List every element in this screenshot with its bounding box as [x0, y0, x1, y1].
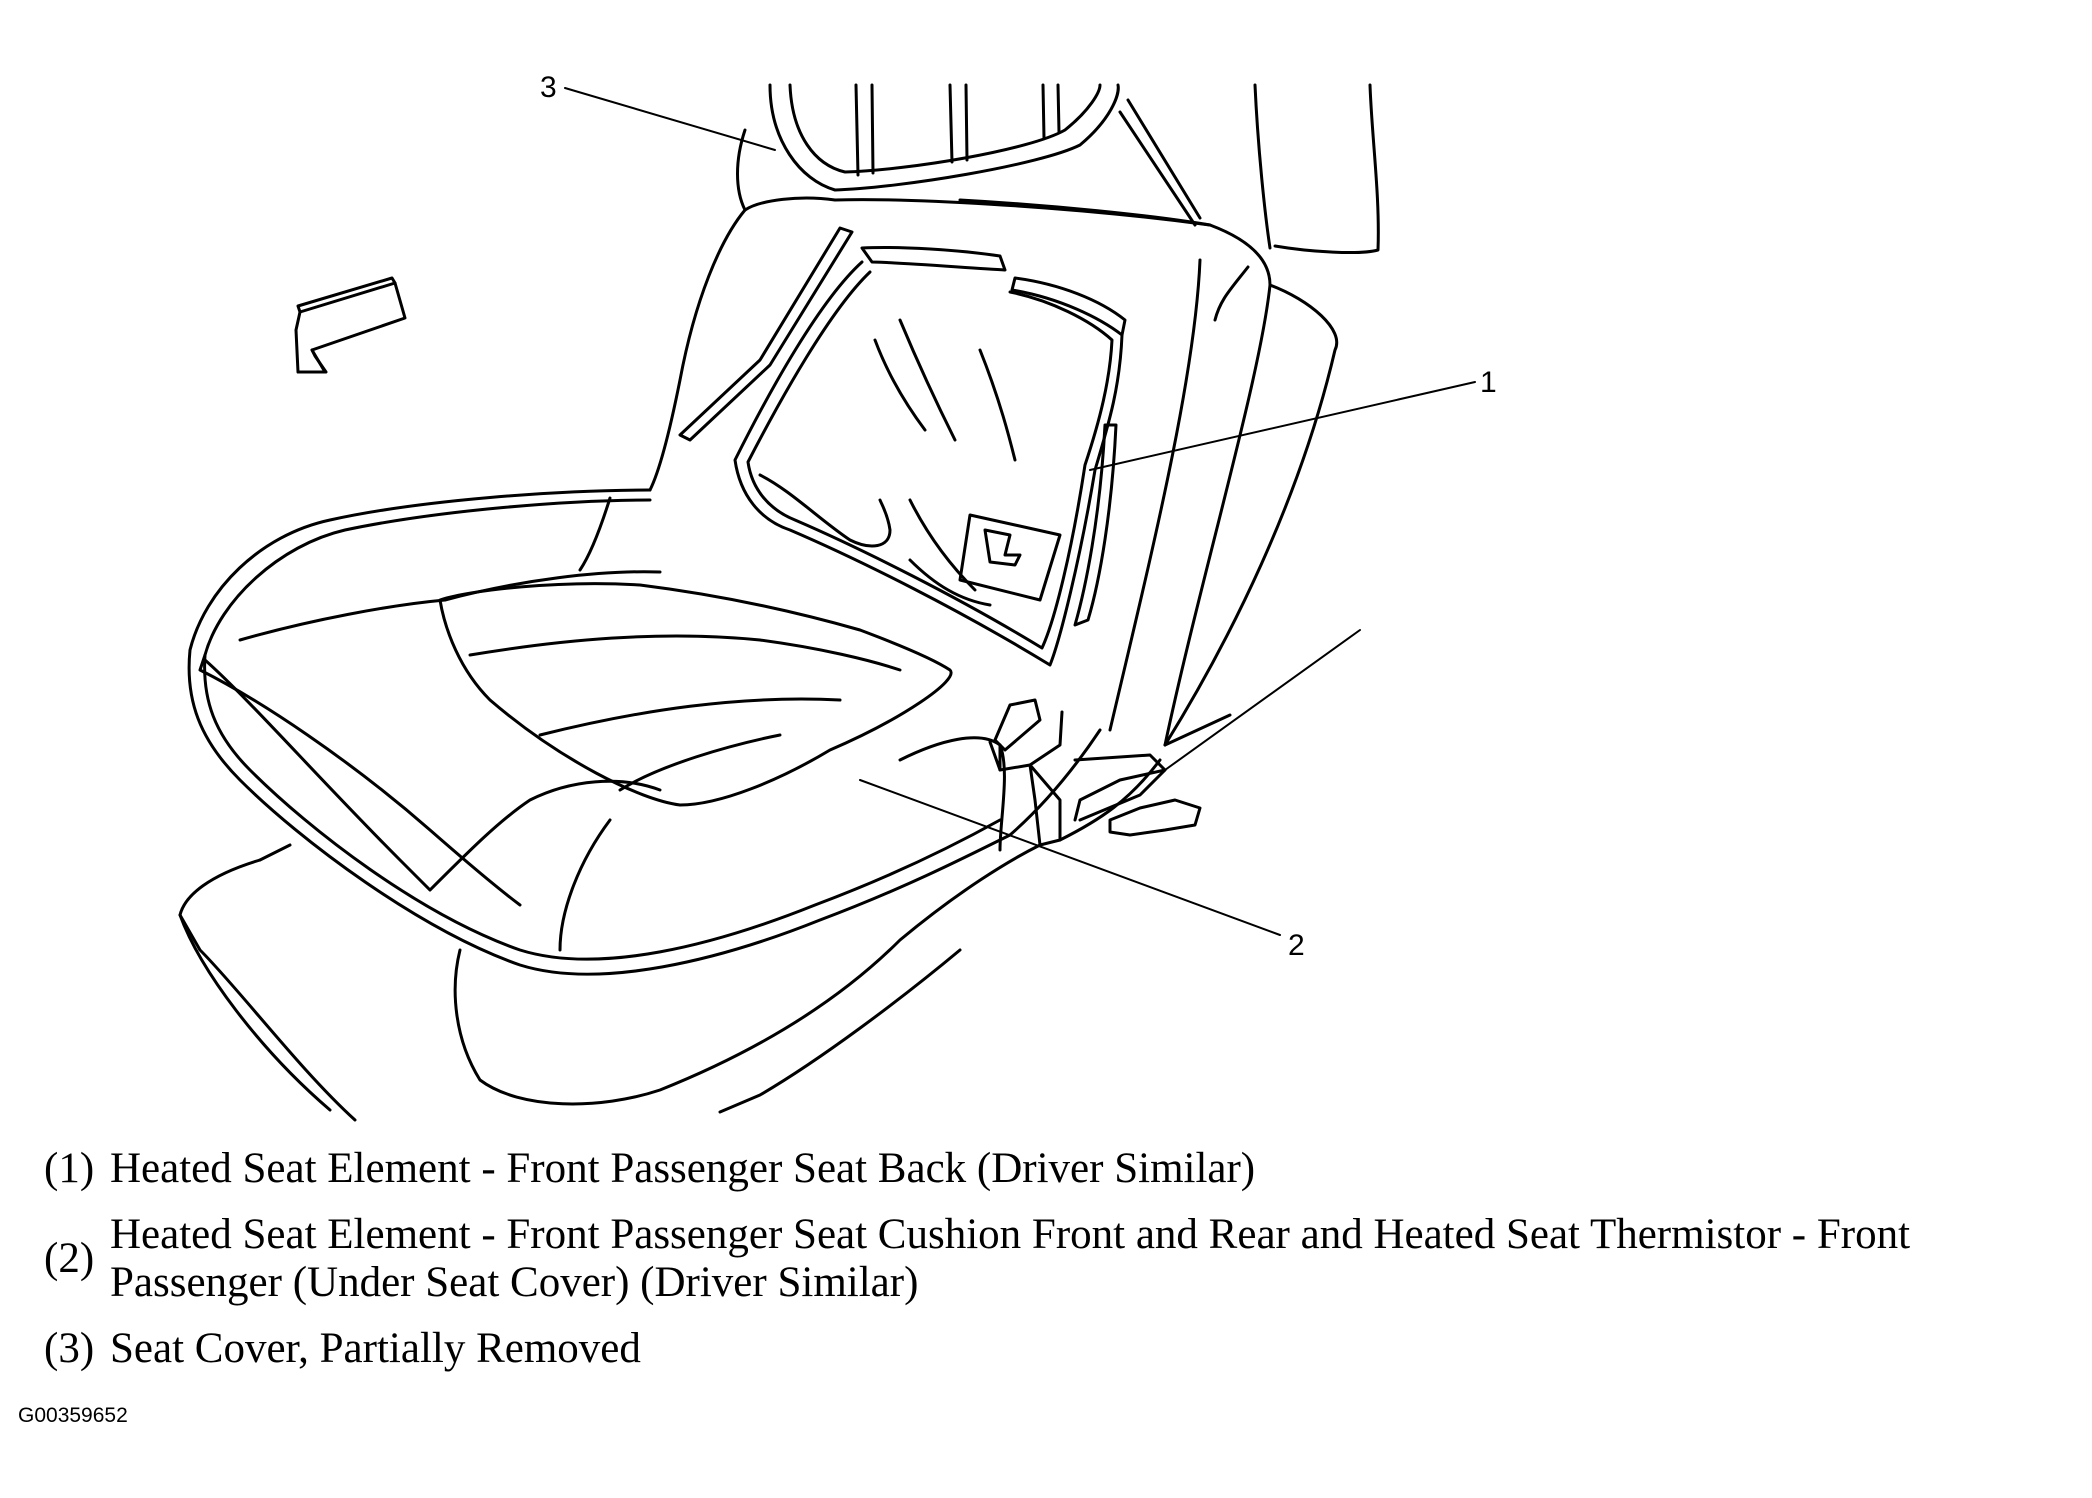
recliner-bracket — [988, 629, 1361, 847]
seat-base — [178, 736, 1042, 1122]
legend-number: (2) — [44, 1235, 95, 1283]
legend-text: Seat Cover, Partially Removed — [110, 1325, 641, 1373]
svg-text:3: 3 — [540, 71, 557, 104]
legend-number: (1) — [44, 1145, 95, 1192]
direction-arrow-icon — [294, 276, 407, 374]
seat-back-heater-panel — [733, 245, 1127, 667]
seat-back — [648, 196, 1339, 747]
legend-text: Heated Seat Element - Front Passenger Se… — [110, 1145, 1256, 1192]
callout-1: 1 — [1089, 366, 1497, 471]
legend-item: (1) Heated Seat Element - Front Passenge… — [44, 1145, 2074, 1193]
svg-text:1: 1 — [1480, 366, 1497, 399]
legend-item: (2) Heated Seat Element - Front Passenge… — [44, 1211, 2074, 1307]
figure-id: G00359652 — [18, 1404, 128, 1427]
legend: (1) Heated Seat Element - Front Passenge… — [44, 1145, 2074, 1392]
legend-number: (3) — [44, 1325, 95, 1373]
legend-text: Heated Seat Element - Front Passenger Se… — [110, 1211, 1911, 1307]
seat-cushion — [187, 488, 1012, 976]
svg-text:2: 2 — [1288, 929, 1305, 962]
callout-2: 2 — [859, 779, 1305, 962]
legend-item: (3) Seat Cover, Partially Removed — [44, 1325, 2074, 1373]
callout-3: 3 — [540, 71, 776, 151]
seat-lower-side — [1008, 728, 1162, 842]
seat-back-upper-frame — [736, 83, 1380, 255]
